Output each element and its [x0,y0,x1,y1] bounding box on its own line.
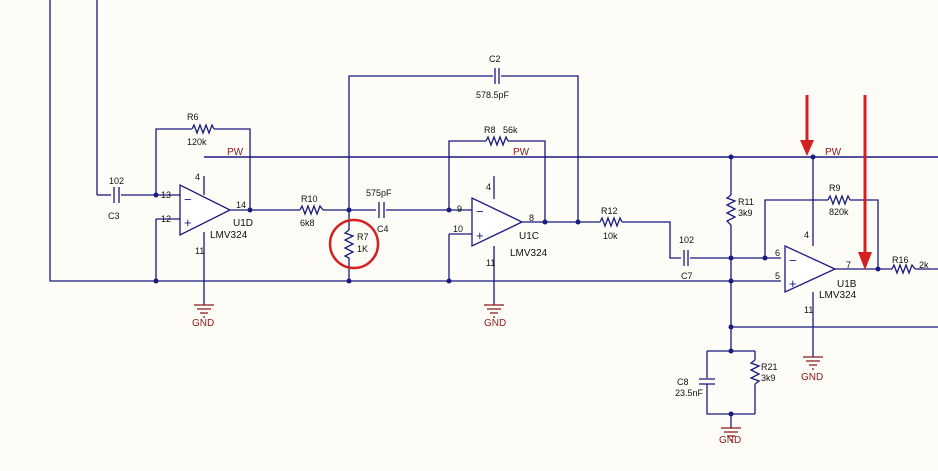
svg-text:C2: C2 [489,54,501,64]
svg-text:3k9: 3k9 [738,208,753,218]
capacitor-C2: C2 578.5pF [476,54,510,100]
svg-text:U1D: U1D [233,218,253,229]
svg-text:R11: R11 [738,197,754,207]
svg-text:−: − [184,192,192,207]
red-arrow [858,95,872,270]
svg-text:R9: R9 [829,183,841,193]
junctions [153,154,881,417]
svg-text:10: 10 [453,224,463,234]
svg-text:R10: R10 [301,194,318,204]
svg-text:C7: C7 [681,271,693,281]
svg-text:R12: R12 [601,206,618,216]
svg-text:5: 5 [775,271,780,281]
svg-text:4: 4 [486,182,491,192]
svg-text:820k: 820k [829,207,849,217]
resistor-R6: R6 120k [187,112,215,147]
resistor-R9: R9 820k [827,183,851,217]
svg-text:R6: R6 [187,112,199,122]
pw-label: PW [513,147,530,158]
svg-text:GND: GND [719,435,741,446]
ground-symbol: GND [719,427,741,446]
svg-text:C8: C8 [677,377,689,387]
svg-text:+: + [184,215,192,230]
svg-text:R16: R16 [892,255,909,265]
svg-text:R8: R8 [484,125,496,135]
pw-label: PW [227,147,244,158]
svg-text:14: 14 [236,200,246,210]
svg-text:9: 9 [457,204,462,214]
capacitor-C8: C8 23.5nF [675,377,715,398]
opamp-U1B: − + 6 5 7 4 11 U1B LMV324 [775,230,857,315]
capacitor-C4: 575pF C4 [366,188,392,234]
svg-text:102: 102 [679,235,694,245]
red-arrow [800,95,814,156]
svg-text:+: + [789,276,797,291]
svg-text:12: 12 [161,214,171,224]
svg-text:11: 11 [486,258,495,268]
svg-text:C4: C4 [377,224,389,234]
svg-text:3k9: 3k9 [761,373,776,383]
svg-text:6k8: 6k8 [300,218,315,228]
svg-text:575pF: 575pF [366,188,392,198]
ground-symbol: GND [801,356,823,383]
resistor-R10: R10 6k8 [299,194,324,228]
svg-text:1K: 1K [357,244,368,254]
resistor-R12: R12 10k [599,206,623,241]
svg-text:C3: C3 [108,211,120,221]
svg-text:102: 102 [109,176,124,186]
svg-text:LMV324: LMV324 [510,248,548,259]
svg-text:56k: 56k [503,125,518,135]
svg-text:578.5pF: 578.5pF [476,90,510,100]
svg-text:8: 8 [529,213,534,223]
svg-text:4: 4 [804,230,809,240]
capacitor-C3: 102 C3 [108,176,124,221]
highlight-circle [328,218,380,270]
wires [49,0,938,428]
opamp-U1C: − + 9 10 8 4 11 U1C LMV324 [453,182,548,268]
svg-text:6: 6 [775,248,780,258]
svg-text:GND: GND [192,318,214,329]
svg-text:R7: R7 [357,232,369,242]
ground-symbol: GND [192,304,214,329]
svg-text:−: − [476,204,484,219]
svg-text:10k: 10k [603,231,618,241]
svg-text:LMV324: LMV324 [819,290,857,301]
svg-text:7: 7 [846,260,851,270]
svg-text:2k: 2k [919,260,929,270]
svg-text:R21: R21 [761,362,778,372]
resistor-R21: R21 3k9 [749,359,778,385]
svg-text:+: + [476,228,484,243]
svg-text:LMV324: LMV324 [210,230,248,241]
svg-text:GND: GND [484,318,506,329]
ground-symbol: GND [484,304,506,329]
svg-text:U1B: U1B [837,279,857,290]
capacitor-C7: 102 C7 [679,235,694,281]
svg-text:GND: GND [801,372,823,383]
svg-text:4: 4 [195,172,200,182]
resistor-R16: R16 2k [891,255,929,275]
svg-text:120k: 120k [187,137,207,147]
resistor-R11: R11 3k9 [725,194,754,226]
pw-label: PW [825,147,842,158]
svg-text:−: − [789,253,797,268]
svg-text:U1C: U1C [519,231,539,242]
resistor-R7: R7 1K [343,229,369,268]
svg-text:23.5nF: 23.5nF [675,388,704,398]
opamp-U1D: − + 13 12 14 4 11 U1D LMV324 [161,172,253,256]
resistor-R8: R8 56k [484,125,518,147]
svg-text:11: 11 [804,305,813,315]
svg-text:11: 11 [195,246,204,256]
svg-text:13: 13 [161,190,171,200]
